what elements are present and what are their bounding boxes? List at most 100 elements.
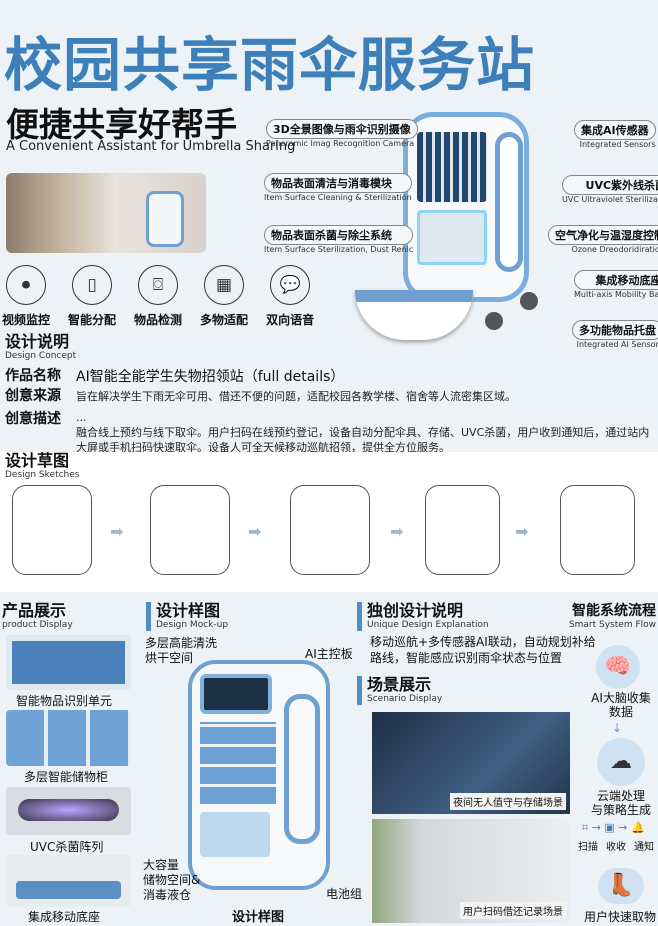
callout-label-en: UVC Ultraviolet Sterilization xyxy=(562,195,658,204)
boot-icon: 👢 xyxy=(598,868,644,904)
sketch-5 xyxy=(560,485,635,575)
callout-label: 多功能物品托盘 xyxy=(572,320,658,340)
arrow-icon: ➡ xyxy=(390,522,404,541)
callout-label-en: Item Surface Sterilization, Dust Renic xyxy=(264,245,414,254)
qr-code-icon: ▦ xyxy=(204,265,245,305)
scenario-user-photo: 用户扫码借还记录场景 xyxy=(372,819,570,923)
callout-label-en: Multi-axis Mobility Base xyxy=(574,290,658,299)
flow-mini-label: 通知 xyxy=(634,842,654,853)
section-title: 设计草图 xyxy=(5,451,70,470)
concept-value-source: 旨在解决学生下雨无伞可用、借还不便的问题，适配校园各教学楼、宿舍等人流密集区域。 xyxy=(76,390,516,403)
product-tile-uvc xyxy=(6,787,131,835)
section-title: 场景展示 xyxy=(367,675,432,694)
poster-title: 校园共享雨伞服务站 xyxy=(4,31,536,99)
mockup-label-storage: 大容量 储物空间& 消毒液仓 xyxy=(143,858,201,902)
concept-label-desc: 创意描述 xyxy=(5,411,61,427)
flow-step-label: AI大脑收集 数据 xyxy=(591,691,651,719)
item-scan-icon: ⌼ xyxy=(138,265,179,305)
product-caption: 智能物品识别单元 xyxy=(16,694,113,708)
feature-label: 双向语音 xyxy=(266,313,315,327)
arrow-icon: ➡ xyxy=(515,522,529,541)
section-title-en: Scenario Display xyxy=(367,694,443,704)
flow-step-label: 用户快速取物 xyxy=(584,910,657,924)
arrow-icon: ➡ xyxy=(110,522,124,541)
feature-detection: ⌼ 物品检测 xyxy=(134,265,182,328)
mockup-label-board: AI主控板 xyxy=(305,647,353,661)
sketch-3 xyxy=(290,485,370,575)
robot-thumbnail xyxy=(146,191,184,247)
callout-label-en: Item Surface Cleaning & Sterilization xyxy=(264,193,412,202)
section-title-en: Design Mock-up xyxy=(156,620,229,630)
callout-label: 集成AI传感器 xyxy=(574,120,656,140)
feature-label: 视频监控 xyxy=(2,313,51,327)
phone-distribution-icon: ▯ xyxy=(72,265,113,305)
callout-label: 物品表面清洁与消毒模块 xyxy=(264,173,412,193)
arrow-down-icon: ↓ xyxy=(612,721,623,735)
scene-photo xyxy=(6,173,206,253)
poster-subtitle-en: A Convenient Assistant for Umbrella Shar… xyxy=(6,139,296,154)
arrow-icon: ➡ xyxy=(248,522,262,541)
flow-mini-icons: ⌗ → ▣ → 🔔 xyxy=(582,821,645,834)
callout-label: 集成移动底座 xyxy=(574,270,658,290)
item-tray xyxy=(355,290,473,340)
callout-label-en: Integrated AI Sensors xyxy=(576,340,658,349)
feature-label: 智能分配 xyxy=(68,313,117,327)
callout-label-en: Ozone Dreodoridirational xyxy=(571,245,658,254)
poster-subtitle: 便捷共享好帮手 xyxy=(6,105,237,144)
mockup-label-cleaning: 多层高能清洗 烘干空间 xyxy=(145,636,218,665)
section-title: 产品展示 xyxy=(2,601,67,620)
flow-step-label: 云端处理 与策略生成 xyxy=(590,789,651,817)
callout-label-en: Panoramic Imag Recognition Camera xyxy=(266,139,415,148)
feature-distribution: ▯ 智能分配 xyxy=(68,265,116,328)
concept-value-desc: ... 融合线上预约与线下取伞。用户扫码在线预约登记，设备自动分配伞具、存储、U… xyxy=(76,411,650,454)
scenario-caption: 用户扫码借还记录场景 xyxy=(460,902,566,919)
callout-label: 物品表面杀菌与除尘系统 xyxy=(264,225,414,245)
feature-voice: 💬 双向语音 xyxy=(266,265,314,328)
section-title-en: Smart System Flow xyxy=(568,620,656,630)
brain-icon: 🧠 xyxy=(596,645,640,689)
section-title: 智能系统流程 xyxy=(572,603,656,619)
section-title-en: Design Concept xyxy=(5,351,77,361)
callout-label: 空气净化与温湿度控制 xyxy=(548,225,658,245)
feature-adapt: ▦ 多物适配 xyxy=(200,265,248,328)
callout-right-1: UVC紫外线杀菌UVC Ultraviolet Sterilization xyxy=(562,175,658,204)
product-tile-base xyxy=(6,855,131,907)
concept-value-name: AI智能全能学生失物招领站（full details） xyxy=(76,369,345,385)
concept-label-source: 创意来源 xyxy=(5,388,61,404)
mockup-label-battery: 电池组 xyxy=(326,887,363,901)
flow-mini-labels: 扫描收收通知 xyxy=(578,842,654,854)
flow-mini-label: 扫描 xyxy=(578,842,598,853)
feature-label: 物品检测 xyxy=(134,313,183,327)
section-title-en: Design Sketches xyxy=(5,470,80,480)
mockup-robot-image xyxy=(188,660,330,890)
feature-video: ⏺ 视频监控 xyxy=(2,265,50,328)
chat-bubble-icon: 💬 xyxy=(270,265,311,305)
product-caption: UVC杀菌阵列 xyxy=(30,840,104,854)
robot-hero-image xyxy=(355,112,538,342)
section-title: 独创设计说明 xyxy=(367,601,464,620)
section-title-en: product Display xyxy=(2,620,73,630)
video-camera-icon: ⏺ xyxy=(6,265,46,305)
feature-label: 多物适配 xyxy=(200,313,249,327)
callout-label: UVC紫外线杀菌 xyxy=(562,175,658,195)
flow-mini-label: 收收 xyxy=(606,842,626,853)
callout-label: 3D全景图像与雨伞识别摄像 xyxy=(266,119,418,139)
product-caption: 集成移动底座 xyxy=(28,910,101,924)
unique-text: 移动巡航+多传感器AI联动，自动规划补给路线，智能感应识别雨伞状态与位置 xyxy=(370,635,596,665)
sketch-2 xyxy=(150,485,230,575)
section-title: 设计样图 xyxy=(156,601,221,620)
